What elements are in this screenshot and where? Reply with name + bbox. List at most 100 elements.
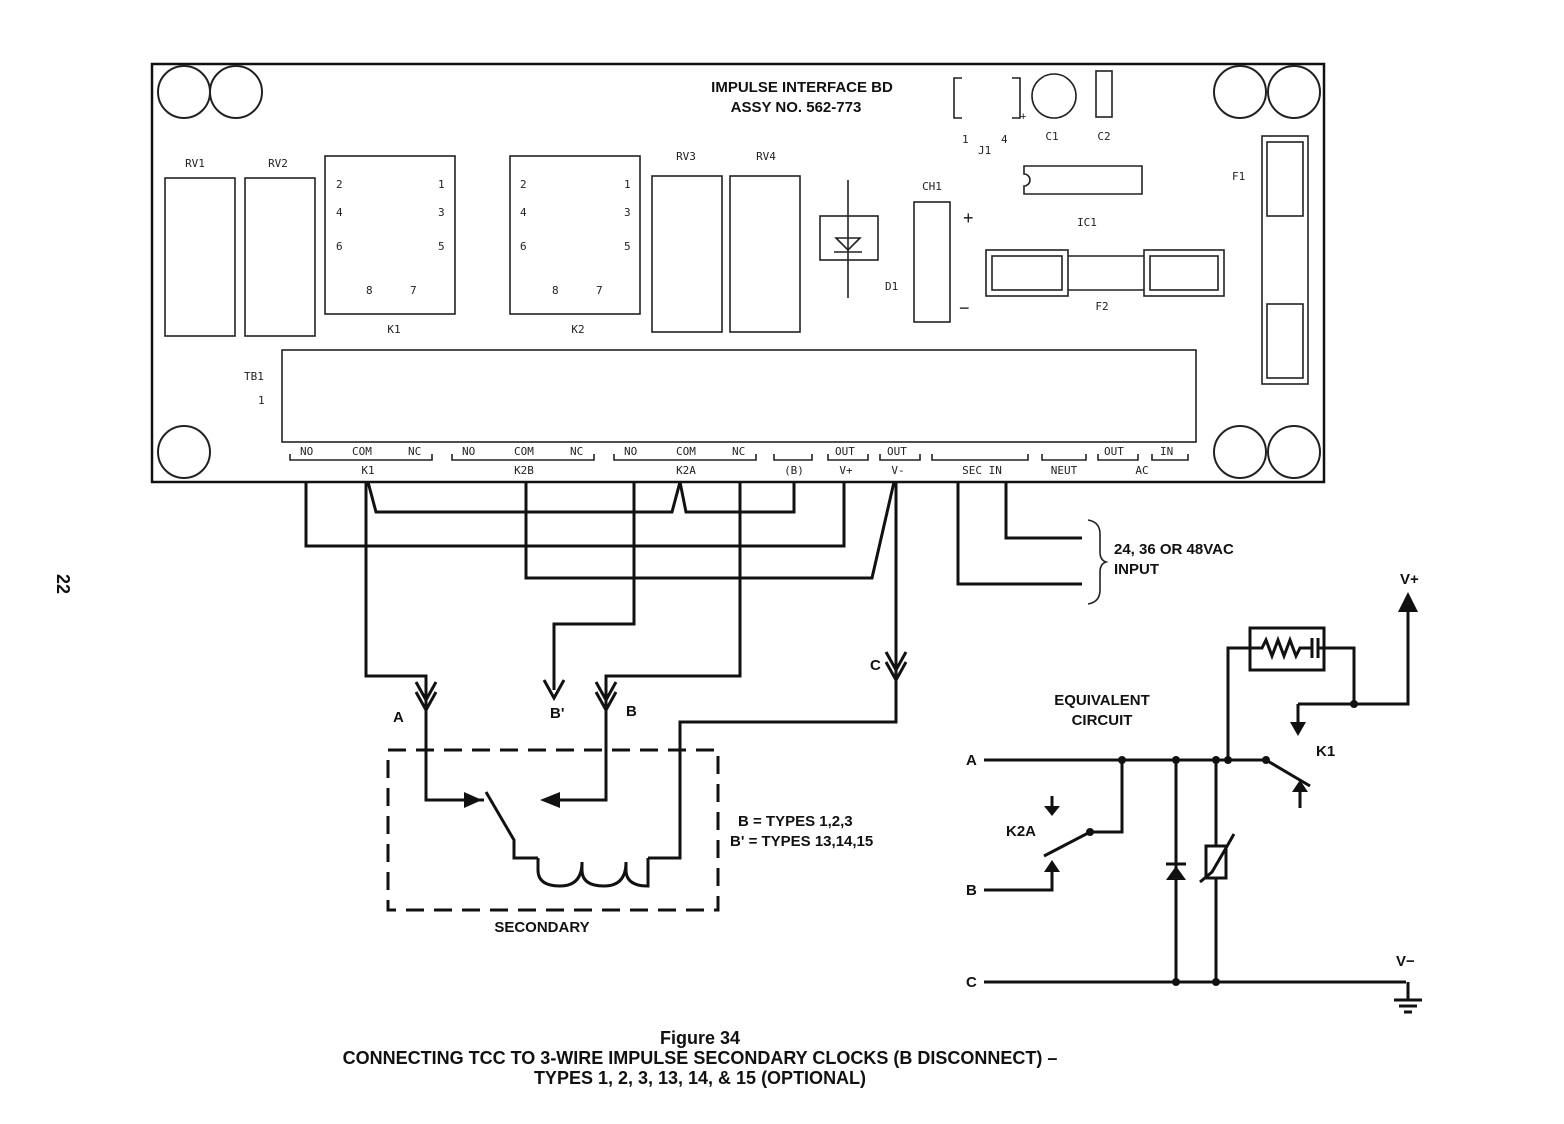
relay-pin: 4 [336,206,343,219]
mounting-hole [157,65,211,119]
relay-pin: 4 [520,206,527,219]
rv1-varistor [164,177,236,337]
terminal-k2b-com: COM [514,445,534,458]
mounting-hole [1213,425,1267,479]
terminal-vplus-out: OUT [835,445,855,458]
node-b-label: B [966,882,977,899]
k1-label: K1 [387,323,400,336]
rv3-varistor [651,175,723,333]
terminal-k2a-nc: NC [732,445,745,458]
relay-pin: 5 [438,240,445,253]
ch1-plus: + [963,208,974,228]
group-k1: K1 [361,464,374,477]
j1-connector [953,77,1021,119]
wire-label-c: C [870,657,881,674]
input-label-line1: 24, 36 OR 48VAC [1114,541,1234,558]
terminal-k1-no: NO [300,445,313,458]
secondary-coil [536,858,650,888]
terminal-k2a-com: COM [676,445,696,458]
group-k2b: K2B [514,464,534,477]
k2a-label: K2A [1006,823,1036,840]
secondary-clock [386,748,720,912]
terminal-k2b-no: NO [462,445,475,458]
mounting-hole [209,65,263,119]
ch1-capacitor [913,201,951,323]
j1-plus: + [1020,111,1026,123]
group-vplus: V+ [839,464,853,477]
board-title: IMPULSE INTERFACE BD [711,79,893,96]
f2-label: F2 [1095,300,1108,313]
equivalent-circuit: EQUIVALENT CIRCUIT A B C K2A K1 [966,571,1422,1014]
k2-pins: 2 1 4 3 6 5 8 7 [520,178,631,297]
tb1-terminal-labels: NO COM NC K1 NO COM NC K2B NO COM NC K2A… [289,445,1189,477]
ic1-chip [1023,165,1143,195]
rv2-label: RV2 [268,157,288,170]
c1-label: C1 [1045,130,1058,143]
group-k2a: K2A [676,464,696,477]
terminal-k1-com: COM [352,445,372,458]
caption-line-2: TYPES 1, 2, 3, 13, 14, & 15 (OPTIONAL) [534,1068,866,1088]
rv3-label: RV3 [676,150,696,163]
interface-board: IMPULSE INTERFACE BD ASSY NO. 562-773 RV… [150,62,1326,484]
equivalent-title-2: CIRCUIT [1072,712,1133,729]
mounting-hole [1267,65,1321,119]
equivalent-title-1: EQUIVALENT [1054,692,1150,709]
board-assy: ASSY NO. 562-773 [731,99,862,116]
terminal-k1-nc: NC [408,445,421,458]
field-wiring [304,481,1109,860]
node-a-label: A [966,752,977,769]
d1-diode [819,180,879,298]
tb1-pin-1: 1 [258,394,265,407]
terminal-vminus-out: OUT [887,445,907,458]
j1-label: J1 [978,144,991,157]
f1-label: F1 [1232,170,1245,183]
relay-pin: 5 [624,240,631,253]
terminal-ac-in: IN [1160,445,1173,458]
relay-pin: 6 [520,240,527,253]
node-c-label: C [966,974,977,991]
f2-fuse [985,249,1225,297]
group-vminus: V- [891,464,904,477]
tb1-label: TB1 [244,370,264,383]
ic1-label: IC1 [1077,216,1097,229]
rv4-varistor [729,175,801,333]
mounting-hole [1213,65,1267,119]
relay-pin: 8 [366,284,373,297]
vplus-label: V+ [1400,571,1419,588]
board-outline [150,62,1326,484]
terminal-ac-out: OUT [1104,445,1124,458]
relay-pin: 3 [438,206,445,219]
mounting-hole [157,425,211,479]
relay-pin: 8 [552,284,559,297]
c1-capacitor [1031,73,1077,119]
k2-relay [509,155,641,315]
equivalent-diode [1166,866,1186,880]
ch1-label: CH1 [922,180,942,193]
relay-pin: 3 [624,206,631,219]
types-b-note: B = TYPES 1,2,3 [738,813,853,830]
j1-pin1: 1 [962,133,969,146]
junction-dots [1086,700,1358,986]
terminal-k2a-no: NO [624,445,637,458]
rv1-label: RV1 [185,157,205,170]
ch1-minus: − [959,298,970,318]
page-number: 22 [53,574,73,594]
relay-pin: 7 [596,284,603,297]
secondary-contact-arrow [464,792,482,808]
group-sec-in: SEC IN [962,464,1002,477]
k2-label: K2 [571,323,584,336]
j1-pin4: 4 [1001,133,1008,146]
k1-pins: 2 1 4 3 6 5 8 7 [336,178,445,297]
terminal-k2b-nc: NC [570,445,583,458]
relay-pin: 1 [438,178,445,191]
relay-pin: 7 [410,284,417,297]
rv2-varistor [244,177,316,337]
figure-number: Figure 34 [660,1028,740,1048]
c2-label: C2 [1097,130,1110,143]
mounting-hole [1267,425,1321,479]
relay-pin: 1 [624,178,631,191]
wire-label-b: B [626,703,637,720]
tb1-terminal-block [281,349,1197,443]
relay-pin: 2 [336,178,343,191]
